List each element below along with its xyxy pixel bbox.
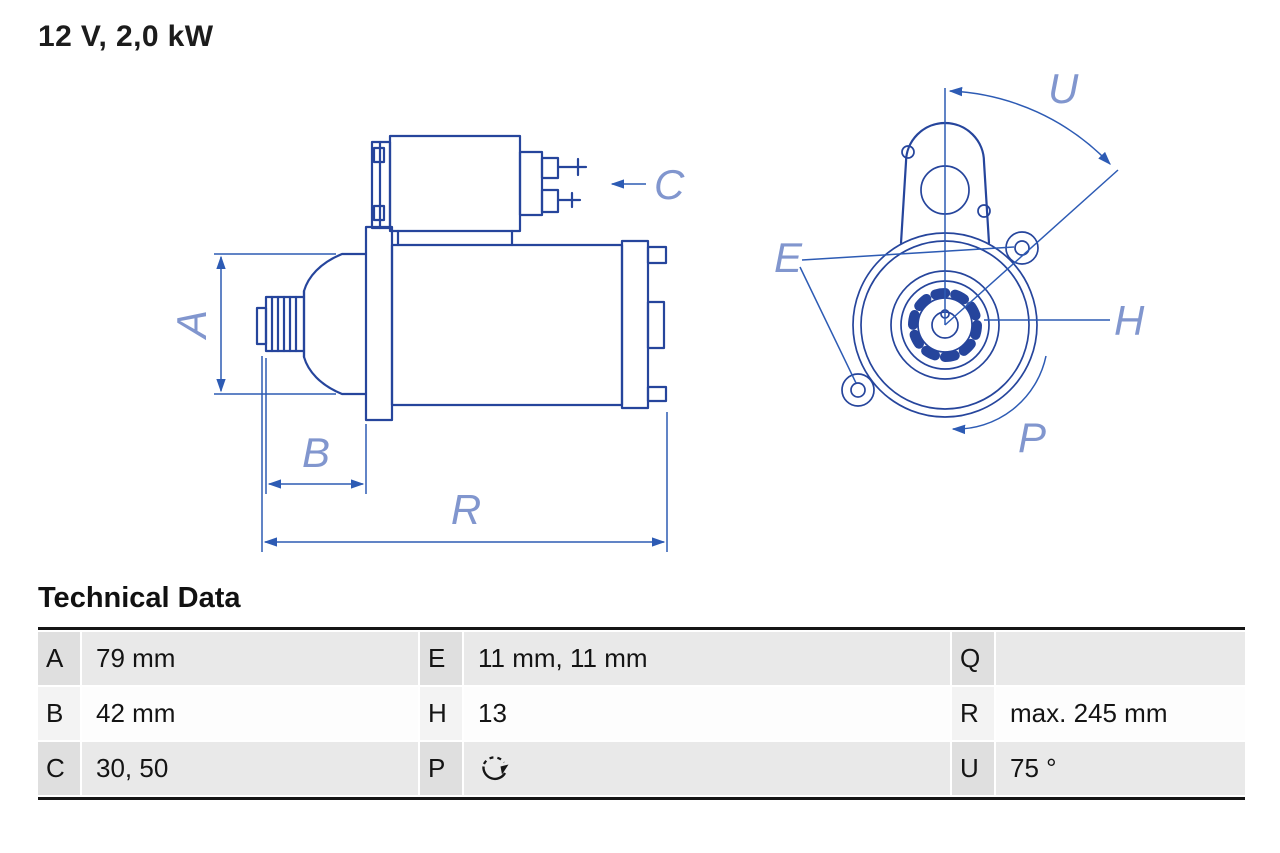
table-key-q: Q [952,632,994,685]
table-value-e: 11 mm, 11 mm [464,632,950,685]
dim-label-a: A [168,310,215,341]
dim-label-p: P [1018,414,1046,461]
dim-label-c: C [654,161,685,208]
table-value-q [996,632,1245,685]
dim-label-h: H [1114,297,1145,344]
table-key-h: H [420,687,462,740]
motor-body [364,225,668,422]
dimension-B: B [265,358,367,494]
dimension-R: R [261,356,668,552]
flange-ears [841,231,1039,407]
table-value-u: 75 ° [996,742,1245,795]
table-key-e: E [420,632,462,685]
table-key-c: C [38,742,80,795]
technical-data-heading: Technical Data [38,582,241,614]
side-view: A B R C [168,134,685,552]
dimension-U: U [944,65,1119,326]
dim-label-b: B [302,429,330,476]
table-value-p [464,742,950,795]
spec-title: 12 V, 2,0 kW [38,20,214,53]
rotation-arrow-P: P [951,355,1047,461]
table-value-h: 13 [464,687,950,740]
rotation-direction-icon [482,755,509,780]
dim-label-r: R [451,486,481,533]
table-key-a: A [38,632,80,685]
starter-motor-technical-drawing: A B R C [168,65,1145,552]
table-key-u: U [952,742,994,795]
table-value-a: 79 mm [82,632,418,685]
table-key-p: P [420,742,462,795]
table-key-r: R [952,687,994,740]
table-key-b: B [38,687,80,740]
table-value-c: 30, 50 [82,742,418,795]
dim-label-u: U [1048,65,1079,112]
technical-data-section: Technical Data A 79 mm E 11 mm, 11 mm Q … [38,582,1245,800]
dimension-A: A [168,253,336,395]
technical-data-table: A 79 mm E 11 mm, 11 mm Q B 42 mm H 13 R … [38,627,1245,800]
callout-E: E [774,234,1015,384]
front-view: U E H P [774,65,1145,461]
dim-label-e: E [774,234,803,281]
table-value-r: max. 245 mm [996,687,1245,740]
callout-C: C [610,161,685,208]
table-value-b: 42 mm [82,687,418,740]
drive-end-pinion [255,252,368,396]
solenoid [370,134,588,247]
callout-H: H [984,297,1145,344]
